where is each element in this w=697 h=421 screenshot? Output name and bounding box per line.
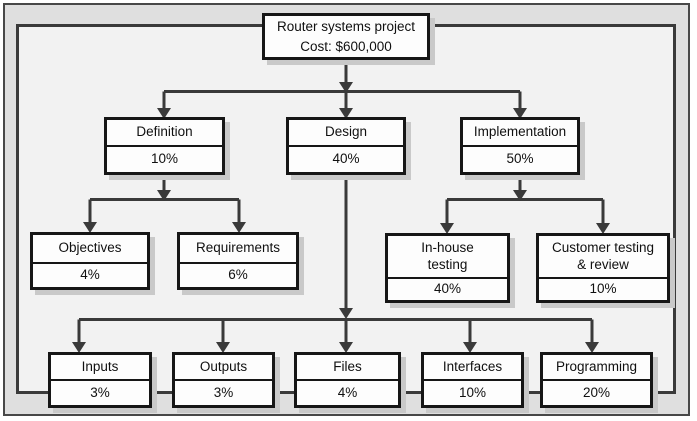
node-customer-testing-review-value: 10% (589, 281, 617, 297)
in-house-testing-line2: testing (427, 256, 468, 272)
node-programming-value: 20% (582, 384, 611, 400)
node-design-value: 40% (332, 151, 360, 167)
node-definition-label: Definition (107, 120, 222, 147)
node-design: Design 40% (286, 117, 406, 175)
node-requirements-label: Requirements (180, 235, 296, 264)
node-interfaces-value: 10% (458, 384, 487, 400)
node-files-label: Files (297, 355, 398, 381)
node-customer-testing-review: Customer testing & review 10% (536, 233, 670, 303)
node-customer-testing-review-label: Customer testing & review (539, 236, 667, 279)
node-files-value: 4% (337, 384, 358, 400)
customer-testing-line2: & review (577, 256, 629, 272)
node-programming: Programming 20% (540, 352, 653, 408)
node-inputs-value: 3% (90, 384, 110, 400)
node-inputs: Inputs 3% (48, 352, 152, 408)
node-objectives: Objectives 4% (30, 232, 150, 290)
node-project-root: Router systems project Cost: $600,000 (262, 13, 430, 60)
node-in-house-testing-label: In-house testing (388, 236, 507, 279)
down-arrowhead-icons (72, 82, 610, 353)
node-files: Files 4% (294, 352, 401, 408)
node-inputs-label: Inputs (51, 355, 149, 381)
node-requirements: Requirements 6% (177, 232, 299, 290)
node-in-house-testing-value: 40% (433, 281, 462, 297)
node-outputs-value: 3% (213, 384, 234, 400)
node-implementation-label: Implementation (463, 120, 577, 147)
customer-testing-line1: Customer testing (551, 239, 655, 255)
node-interfaces-label: Interfaces (424, 355, 521, 381)
project-cost: Cost: $600,000 (300, 38, 392, 54)
node-definition: Definition 10% (104, 117, 225, 175)
node-design-label: Design (289, 120, 403, 147)
node-requirements-value: 6% (228, 267, 248, 283)
node-implementation: Implementation 50% (460, 117, 580, 175)
node-objectives-value: 4% (80, 267, 100, 283)
node-outputs: Outputs 3% (172, 352, 275, 408)
project-title: Router systems project (276, 18, 416, 34)
node-interfaces: Interfaces 10% (421, 352, 524, 408)
in-house-testing-line1: In-house (421, 239, 474, 255)
node-objectives-label: Objectives (33, 235, 147, 264)
node-definition-value: 10% (150, 151, 179, 167)
node-in-house-testing: In-house testing 40% (385, 233, 510, 303)
node-outputs-label: Outputs (175, 355, 272, 381)
node-implementation-value: 50% (506, 151, 534, 167)
node-programming-label: Programming (543, 355, 650, 381)
